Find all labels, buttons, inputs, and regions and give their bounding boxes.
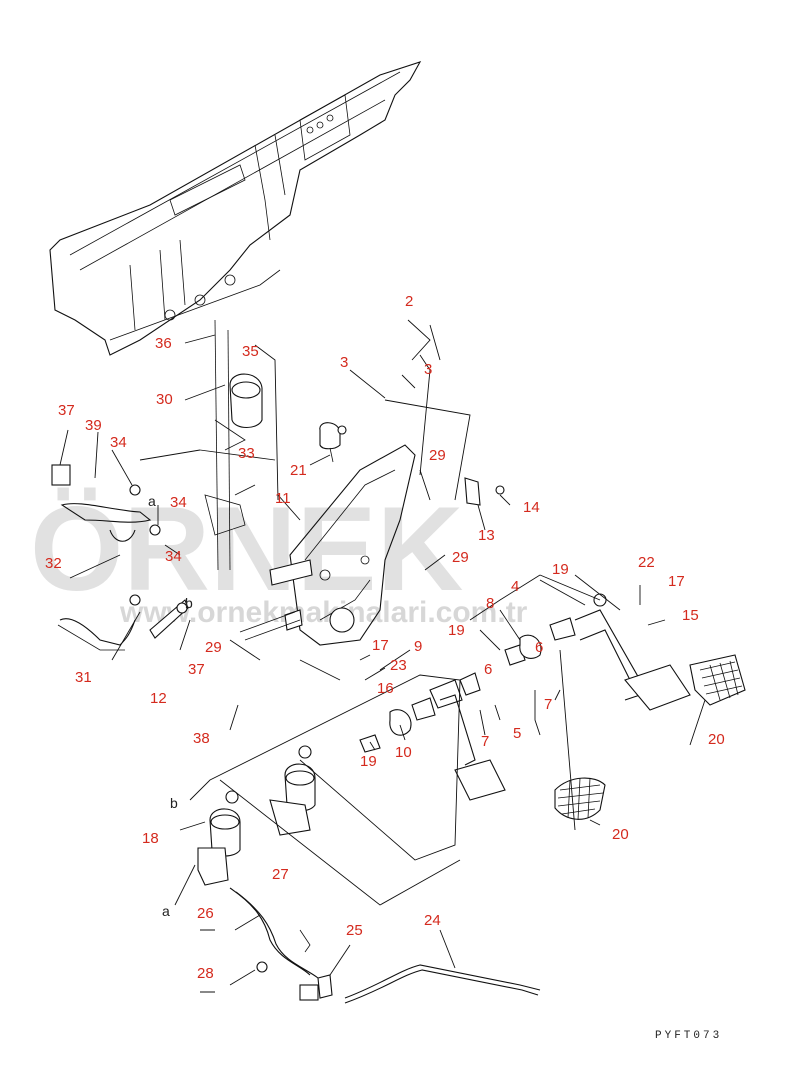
watermark-url: www.ornekmakinalari.com.tr bbox=[119, 596, 528, 629]
callout-19c: 19 bbox=[360, 753, 377, 770]
callout-19b: 19 bbox=[448, 622, 465, 639]
callout-numbers: 2 3 3 36 35 30 37 39 34 34 33 11 21 29 1… bbox=[45, 293, 725, 982]
bracket-13 bbox=[464, 477, 505, 506]
callout-38: 38 bbox=[193, 730, 210, 747]
brake-pedal-right bbox=[574, 609, 746, 711]
callout-8: 8 bbox=[486, 595, 494, 612]
callout-17b: 17 bbox=[372, 637, 389, 654]
callout-7a: 7 bbox=[481, 733, 489, 750]
callout-29b: 29 bbox=[452, 549, 469, 566]
frame-bracket bbox=[49, 61, 422, 356]
brake-lines bbox=[229, 887, 541, 1004]
watermark-brand: ÖRNEK bbox=[30, 482, 463, 616]
ref-letter-a-upper: a bbox=[148, 493, 156, 509]
callout-20a: 20 bbox=[708, 731, 725, 748]
callout-27: 27 bbox=[272, 866, 289, 883]
callout-10: 10 bbox=[395, 744, 412, 761]
callout-32: 32 bbox=[45, 555, 62, 572]
pedal-bracket bbox=[269, 444, 416, 681]
callout-33: 33 bbox=[238, 445, 255, 462]
callout-3a: 3 bbox=[340, 354, 348, 371]
callout-25: 25 bbox=[346, 922, 363, 939]
callout-18: 18 bbox=[142, 830, 159, 847]
callout-28: 28 bbox=[197, 965, 214, 982]
callout-22: 22 bbox=[638, 554, 655, 571]
ref-letter-a-lower: a bbox=[162, 903, 170, 919]
pedal-shaft bbox=[239, 593, 607, 753]
callout-11: 11 bbox=[275, 490, 291, 507]
callout-5: 5 bbox=[513, 725, 521, 742]
callout-39: 39 bbox=[85, 417, 102, 434]
callout-6a: 6 bbox=[535, 639, 543, 656]
callout-9: 9 bbox=[414, 638, 422, 655]
callout-36: 36 bbox=[155, 335, 172, 352]
callout-29a: 29 bbox=[429, 447, 446, 464]
callout-26: 26 bbox=[197, 905, 214, 922]
callout-21: 21 bbox=[290, 462, 307, 479]
callout-15: 15 bbox=[682, 607, 699, 624]
callout-30: 30 bbox=[156, 391, 173, 408]
drawing-code: PYFT073 bbox=[655, 1030, 722, 1042]
callout-14: 14 bbox=[523, 499, 540, 516]
callout-35: 35 bbox=[242, 343, 259, 360]
watermark: ÖRNEK www.ornekmakinalari.com.tr bbox=[30, 482, 528, 629]
reference-letters: a b b a bbox=[148, 493, 193, 919]
callout-6b: 6 bbox=[484, 661, 492, 678]
master-cylinder-lower bbox=[197, 745, 316, 886]
callout-24: 24 bbox=[424, 912, 441, 929]
callout-13: 13 bbox=[478, 527, 495, 544]
ref-letter-b-lower: b bbox=[170, 795, 178, 811]
master-cylinder-upper bbox=[199, 319, 276, 571]
callout-34a: 34 bbox=[110, 434, 127, 451]
callout-2: 2 bbox=[405, 293, 413, 310]
callout-12: 12 bbox=[150, 690, 167, 707]
callout-20b: 20 bbox=[612, 826, 629, 843]
callout-34c: 34 bbox=[165, 548, 182, 565]
leader-lines bbox=[59, 319, 706, 993]
callout-37b: 37 bbox=[188, 661, 205, 678]
stop-switch bbox=[319, 422, 347, 463]
callout-31: 31 bbox=[75, 669, 92, 686]
callout-23: 23 bbox=[390, 657, 407, 674]
callout-37a: 37 bbox=[58, 402, 75, 419]
callout-4: 4 bbox=[511, 578, 519, 595]
callout-29c: 29 bbox=[205, 639, 222, 656]
ref-letter-b-upper: b bbox=[185, 595, 193, 611]
callout-3b: 3 bbox=[424, 361, 432, 378]
clutch-cylinder-left bbox=[51, 464, 189, 651]
clutch-pedal bbox=[439, 694, 606, 821]
callout-17a: 17 bbox=[668, 573, 685, 590]
callout-34b: 34 bbox=[170, 494, 187, 511]
callout-19a: 19 bbox=[552, 561, 569, 578]
callout-7b: 7 bbox=[544, 696, 552, 713]
callout-16: 16 bbox=[377, 680, 394, 697]
